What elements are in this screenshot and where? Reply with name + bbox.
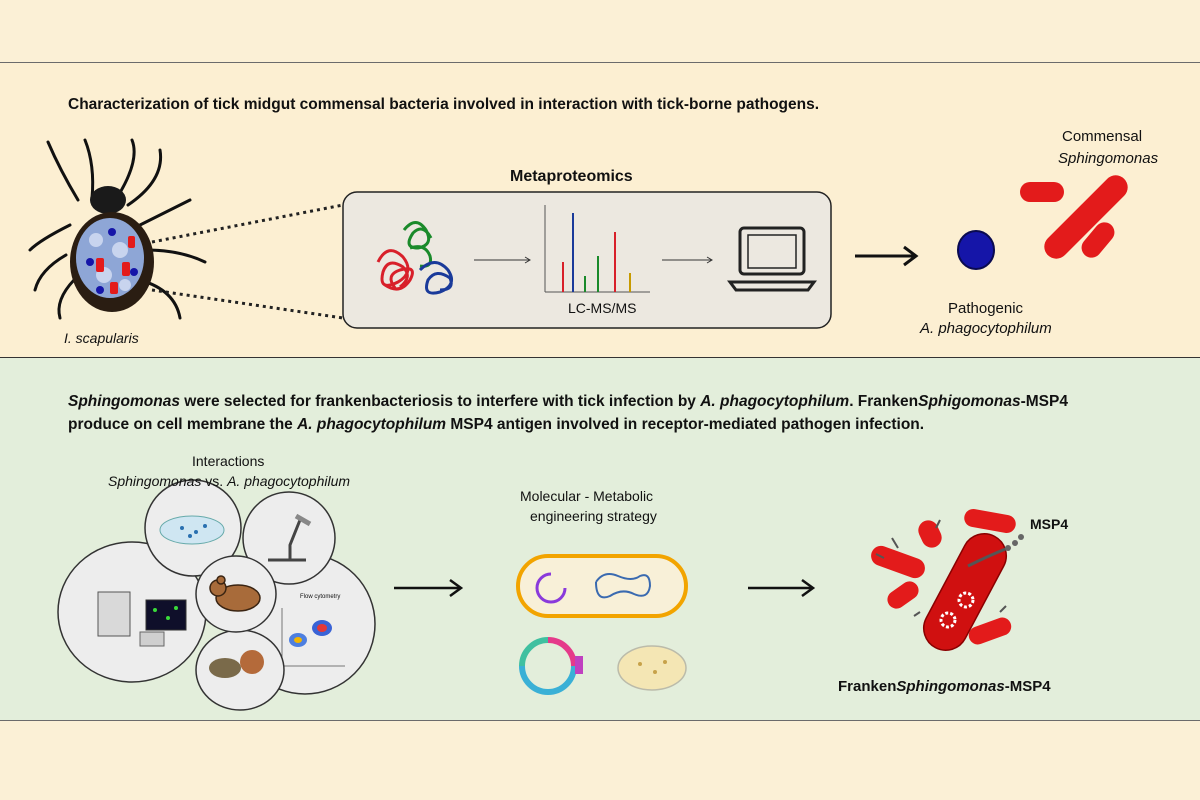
arrow-to-bacteria xyxy=(855,245,919,267)
strategy-label-line2: engineering strategy xyxy=(530,508,657,524)
zoom-line-bottom xyxy=(151,288,344,320)
arrow-small-1-head xyxy=(524,256,531,264)
franken-text: Franken xyxy=(838,678,897,695)
tick-illustration xyxy=(28,138,207,320)
metaproteomics-label: Metaproteomics xyxy=(510,168,633,185)
tick-body xyxy=(70,186,154,312)
culture-plate-icon xyxy=(617,645,687,691)
franken-text: -MSP4 xyxy=(1004,678,1051,695)
petri-dish-icon xyxy=(159,515,225,545)
pathogen-name: A. phagocytophilum xyxy=(920,320,1052,337)
para-text: -MSP4 xyxy=(1020,393,1068,410)
metaproteomics-box xyxy=(342,191,832,329)
arrow-to-strategy xyxy=(394,578,464,598)
commensal-name: Sphingomonas xyxy=(1058,150,1159,167)
interactions-collage xyxy=(57,479,376,711)
strategy-label-line1: Molecular - Metabolic xyxy=(520,488,654,504)
arrow-to-franken xyxy=(748,578,816,598)
mouse-icon xyxy=(209,575,261,612)
interactions-term: Sphingomonas xyxy=(108,473,202,489)
plasmid-icon xyxy=(519,637,583,695)
microscope-icon xyxy=(268,513,312,562)
pathogen-cell-icon xyxy=(957,230,995,270)
microscope-lab-icon xyxy=(97,591,187,647)
commensal-label: Commensal xyxy=(1062,128,1143,145)
top-heading: Characterization of tick midgut commensa… xyxy=(68,96,820,113)
flow-cytometry-plot xyxy=(281,608,345,667)
para-text: MSP4 antigen involved in receptor-mediat… xyxy=(446,416,925,433)
para-term: A. phagocytophilum xyxy=(700,393,850,410)
franken-term: Sphingomonas xyxy=(896,678,1005,695)
para-text: produce on cell membrane the xyxy=(68,416,298,433)
bottom-paragraph: Sphingomonas were selected for frankenba… xyxy=(68,390,1068,436)
interactions-term: A. phagocytophilum xyxy=(227,473,351,489)
franken-label: FrankenSphingomonas-MSP4 xyxy=(838,678,1051,695)
commensal-bacteria-icon xyxy=(1020,175,1128,259)
franken-sphingomonas-icon xyxy=(871,509,1024,651)
lcms-label: LC-MS/MS xyxy=(568,300,637,316)
pathogen-label: Pathogenic xyxy=(948,300,1024,317)
interactions-label: Interactions xyxy=(192,453,265,469)
para-text: . Franken xyxy=(849,393,919,410)
zoom-line-top xyxy=(151,203,344,244)
interactions-text: vs. xyxy=(201,473,228,489)
arrow-small-2-head xyxy=(706,256,713,264)
engineered-cell-icon xyxy=(516,554,688,618)
para-term: A. phagocytophilum xyxy=(297,416,447,433)
mass-spectrum-chart xyxy=(544,205,650,293)
protein-tangle-icon xyxy=(376,221,454,295)
para-term: Sphigomonas xyxy=(918,393,1021,410)
para-term: Sphingomonas xyxy=(68,393,180,410)
flow-cytometry-title: Flow cytometry xyxy=(300,594,341,600)
laptop-icon xyxy=(727,226,817,292)
tick-samples-icon xyxy=(209,650,264,678)
para-text: were selected for frankenbacteriosis to … xyxy=(179,393,701,410)
tick-species-label: I. scapularis xyxy=(64,330,139,346)
interactions-subtitle: Sphingomonas vs. A. phagocytophilum xyxy=(108,473,350,489)
msp4-label: MSP4 xyxy=(1030,516,1069,532)
